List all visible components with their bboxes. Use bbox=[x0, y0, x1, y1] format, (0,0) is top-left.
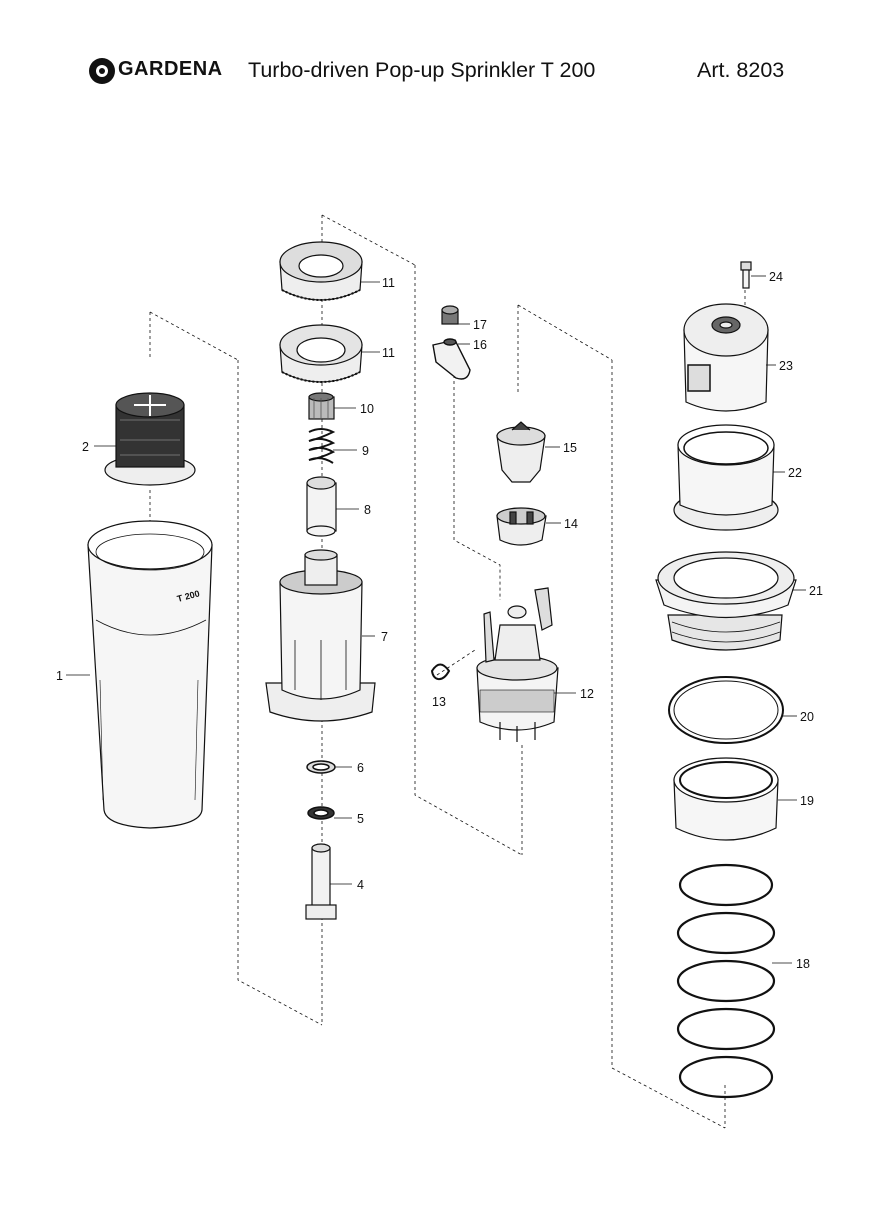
part-2-filter bbox=[104, 392, 196, 486]
part-label: 9 bbox=[362, 444, 369, 458]
part-5-washer bbox=[307, 806, 335, 820]
part-label: 10 bbox=[360, 402, 374, 416]
part-9-spring bbox=[308, 428, 336, 464]
part-18-spring bbox=[676, 863, 776, 1099]
part-14-gear bbox=[496, 507, 547, 546]
part-label: 24 bbox=[769, 270, 783, 284]
part-20-oring bbox=[668, 676, 784, 744]
part-7-riser bbox=[265, 549, 376, 722]
part-label: 12 bbox=[580, 687, 594, 701]
part-label: 2 bbox=[82, 440, 89, 454]
part-24-screw bbox=[740, 261, 752, 289]
part-10-nut bbox=[308, 392, 335, 420]
page-title: Turbo-driven Pop-up Sprinkler T 200 bbox=[248, 58, 596, 82]
brand-name: GARDENA bbox=[118, 58, 223, 80]
part-11-ring bbox=[279, 324, 363, 383]
part-12-turbine bbox=[476, 587, 559, 742]
part-22-cylinder bbox=[673, 424, 779, 531]
part-label: 1 bbox=[56, 669, 63, 683]
part-6-washer bbox=[306, 760, 336, 774]
part-label: 6 bbox=[357, 761, 364, 775]
part-label: 4 bbox=[357, 878, 364, 892]
part-4-tube bbox=[305, 843, 337, 920]
part-label: 11 bbox=[382, 276, 395, 290]
part-21-threaded-ring bbox=[655, 551, 797, 651]
part-11-cap-ring bbox=[279, 241, 363, 301]
part-1-housing: T 200 bbox=[87, 520, 213, 829]
part-label: 15 bbox=[563, 441, 577, 455]
part-label: 5 bbox=[357, 812, 364, 826]
part-13-seal bbox=[430, 663, 451, 681]
part-label: 7 bbox=[381, 630, 388, 644]
part-8-sleeve bbox=[306, 476, 337, 537]
part-label: 8 bbox=[364, 503, 371, 517]
part-15-gear bbox=[496, 421, 546, 483]
part-label: 17 bbox=[473, 318, 487, 332]
part-23-top-cap bbox=[683, 303, 769, 412]
part-label: 16 bbox=[473, 338, 487, 352]
part-16-clip bbox=[432, 338, 471, 380]
part-label: 19 bbox=[800, 794, 814, 808]
part-label: 22 bbox=[788, 466, 802, 480]
flower-icon bbox=[89, 58, 115, 84]
part-label: 13 bbox=[432, 695, 446, 709]
part-label: 23 bbox=[779, 359, 793, 373]
header: GARDENA Turbo-driven Pop-up Sprinkler T … bbox=[0, 0, 877, 110]
article-number: Art. 8203 bbox=[697, 58, 785, 82]
part-label: 21 bbox=[809, 584, 823, 598]
part-label: 11 bbox=[382, 346, 395, 360]
part-label: 20 bbox=[800, 710, 814, 724]
part-17-cap bbox=[441, 305, 459, 325]
leader-lines bbox=[66, 275, 806, 964]
part-label: 18 bbox=[796, 957, 810, 971]
part-19-sleeve-ring bbox=[673, 757, 779, 841]
part-labels: 1 2 4 5 6 7 8 9 10 11 11 12 13 14 15 16 … bbox=[56, 270, 823, 971]
part-label: 14 bbox=[564, 517, 578, 531]
gardena-logo bbox=[89, 58, 115, 84]
